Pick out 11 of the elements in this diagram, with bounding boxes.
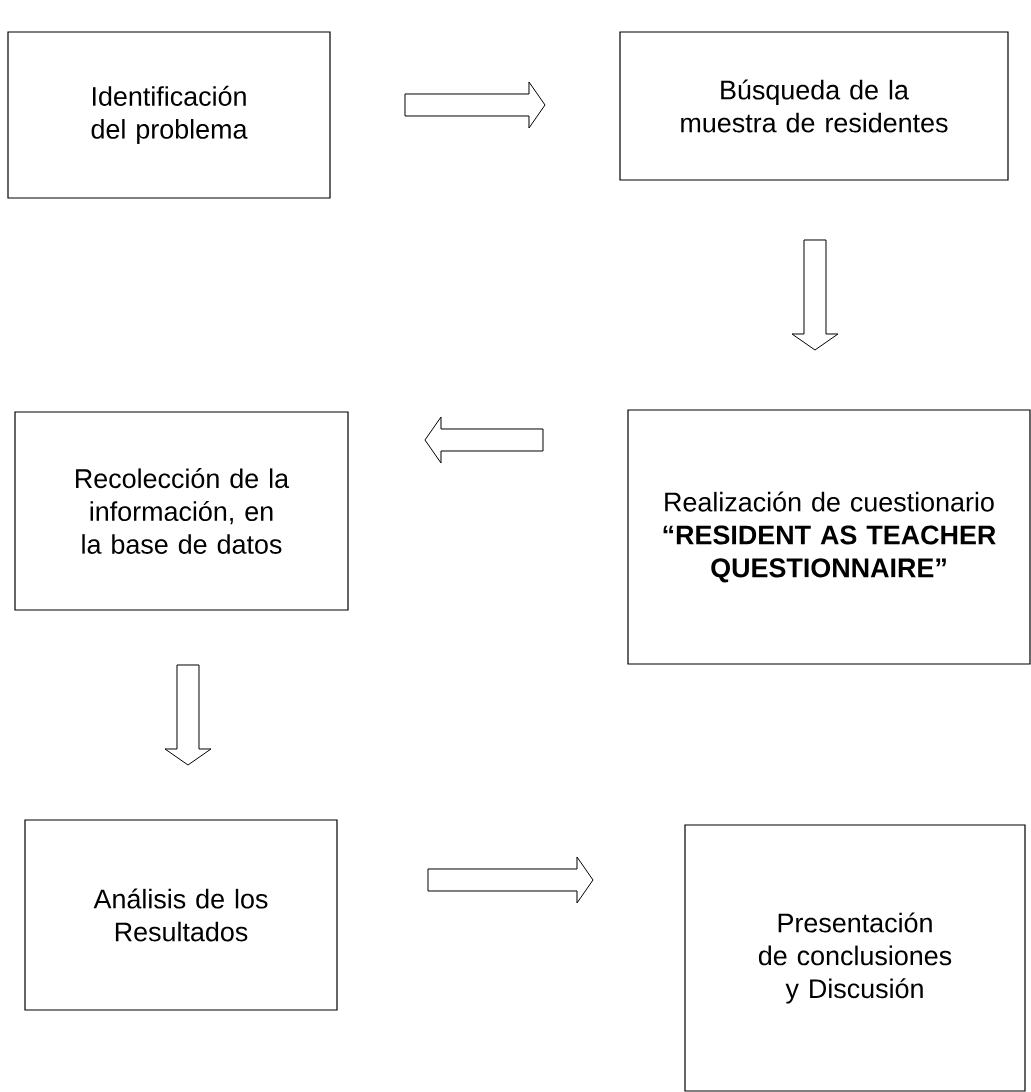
process-box: Búsqueda de la muestra de residentes	[619, 31, 1009, 181]
block-arrow	[404, 81, 546, 129]
block-arrow	[164, 664, 212, 766]
process-box: Identificación del problema	[7, 31, 331, 199]
block-arrow	[424, 416, 544, 464]
process-box: Recolección de la información, en la base de datos	[14, 411, 349, 611]
process-box: Presentación de conclusiones y Discusión	[684, 824, 1026, 1092]
process-box: Análisis de los Resultados	[24, 819, 338, 1011]
block-arrow	[791, 239, 839, 351]
block-arrow	[427, 856, 594, 904]
process-box: Realización de cuestionario “RESIDENT AS TEACHER QUESTIONNAIRE”	[627, 409, 1031, 665]
